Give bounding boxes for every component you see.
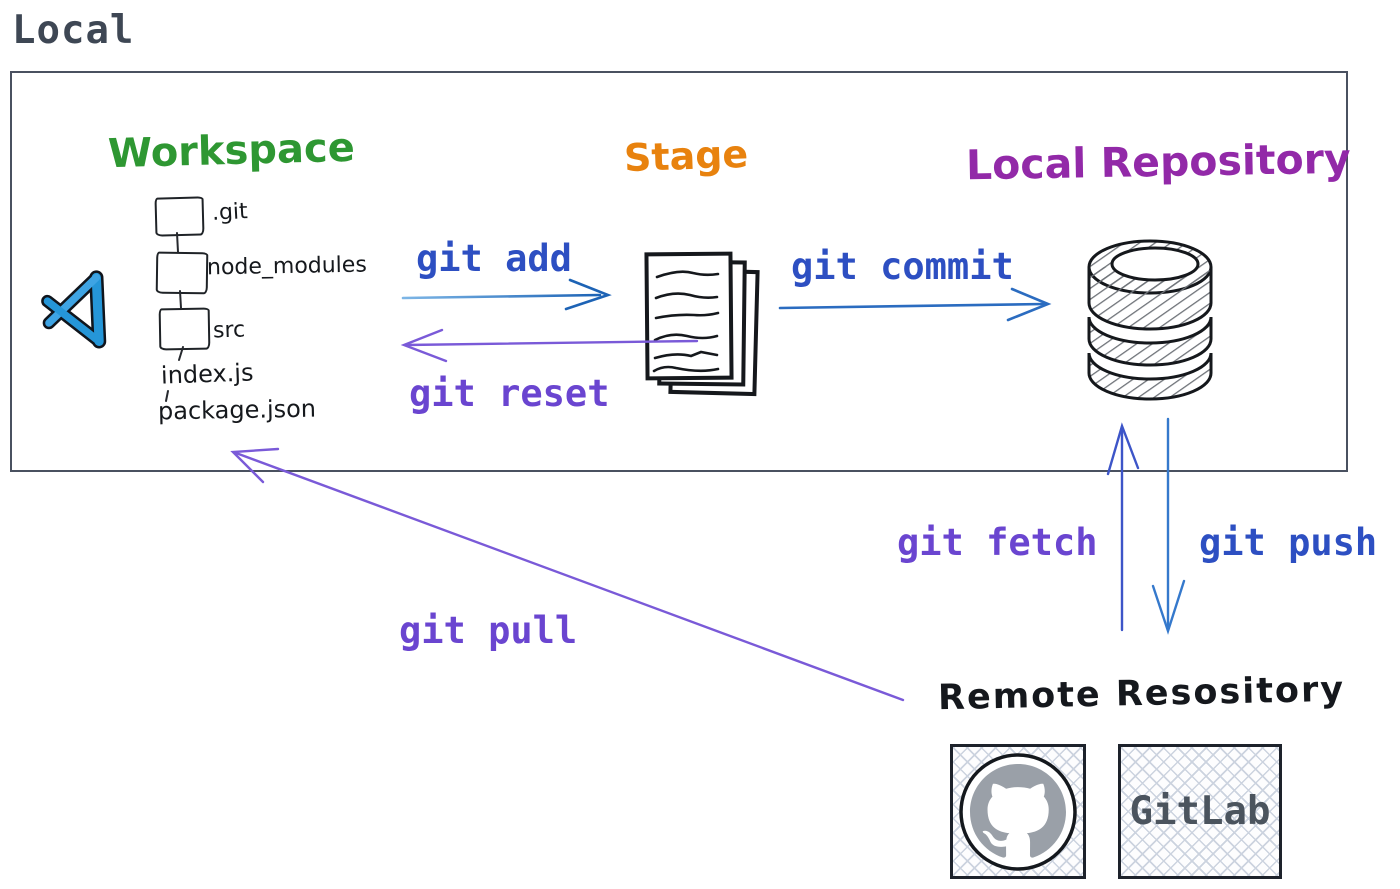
tree-label-src: src [212, 317, 246, 344]
staged-files-documents-icon [644, 251, 760, 397]
stage-heading: Stage [623, 131, 749, 181]
folder-box-git [154, 196, 205, 237]
git-pull-arrow [230, 447, 905, 702]
remote-repository-heading: Remote Resository [937, 669, 1346, 719]
folder-box-src [158, 307, 211, 351]
github-provider-box [950, 744, 1086, 879]
database-icon [1087, 239, 1213, 401]
gitlab-label: GitLab [1129, 789, 1271, 834]
git-fetch-label: git fetch [897, 521, 1098, 564]
git-pull-label: git pull [399, 609, 578, 652]
local-repository-heading: Local Repository [965, 134, 1352, 190]
git-push-label: git push [1199, 521, 1378, 564]
git-commit-label: git commit [791, 245, 1014, 288]
local-section-title: Local [12, 8, 135, 53]
folder-box-node-modules [155, 251, 209, 295]
tree-label-git: .git [211, 199, 249, 226]
tree-label-index-js: index.js [160, 358, 254, 390]
tree-label-package-json: package.json [157, 394, 317, 426]
vscode-logo-icon [41, 270, 107, 349]
git-add-label: git add [416, 237, 572, 280]
git-reset-label: git reset [409, 372, 610, 415]
workspace-heading: Workspace [107, 124, 356, 178]
tree-label-node-modules: node_modules [206, 252, 368, 281]
github-octocat-icon [959, 752, 1077, 871]
gitlab-provider-box: GitLab [1118, 744, 1282, 879]
